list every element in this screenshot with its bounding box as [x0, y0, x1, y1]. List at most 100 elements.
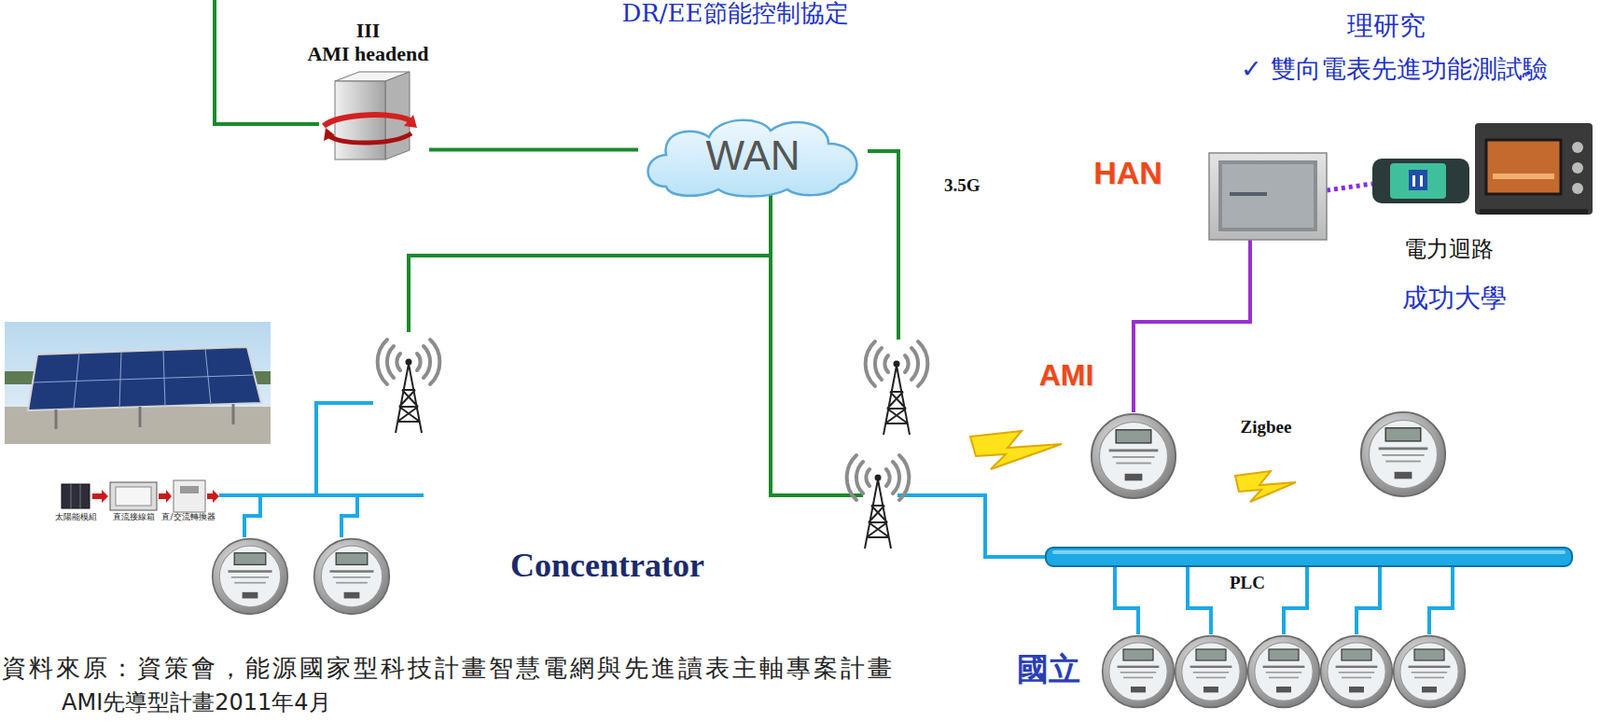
network-label: AMI: [1039, 358, 1095, 393]
server-node: IIIAMI headend: [306, 18, 430, 162]
solar-flow-icons: [80, 484, 82, 509]
energy-gateway: [1209, 153, 1327, 240]
part-label: 電力迴路: [1404, 236, 1494, 264]
concentrator-wire: [1356, 566, 1380, 635]
oven: [1474, 123, 1593, 215]
smart-socket: [1372, 158, 1470, 204]
solar-photo: [33, 375, 254, 383]
research-note: ✓ 雙向電表先進功能測試驗: [1240, 54, 1548, 84]
concentrator-wire: [1283, 566, 1308, 635]
part-label: 太陽能模組: [55, 512, 98, 522]
concentrator-wire: [219, 493, 424, 498]
plc-bus-highlight: [1052, 550, 1566, 555]
part-label: 直/交流轉換器: [161, 512, 215, 522]
plc-bus: [1045, 547, 1573, 567]
wan-wire: [214, 0, 899, 496]
cloud-label: WAN: [705, 132, 800, 180]
energy-gateway: [1218, 160, 1318, 232]
part-label: 直流接線箱: [112, 512, 155, 522]
source-note: 資料來原：資策會，能源國家型科技計畫智慧電網與先進讀表主軸專案計畫: [1, 654, 895, 683]
smart-meter: [1102, 636, 1175, 709]
solar-photo: [232, 403, 236, 425]
han-wire: [1133, 239, 1251, 413]
cloud-node: WAN: [638, 111, 868, 199]
research-note: 理研究: [1347, 11, 1426, 42]
solar-photo: [4, 406, 271, 445]
oven: [1572, 141, 1584, 154]
concentrator-wire: [341, 495, 358, 538]
smart-meter: [1321, 636, 1393, 709]
concentrator-wire: [316, 403, 374, 496]
energy-gateway: [1222, 164, 1314, 228]
solar-flow-icons: [61, 484, 90, 509]
server-icon: [323, 114, 414, 126]
wireless-bolt: [970, 431, 1062, 470]
solar-flow-icons: [207, 489, 220, 503]
solar-flow-icons: [158, 489, 172, 503]
smart-meter: [1248, 636, 1321, 709]
link-label: Zigbee: [1240, 417, 1293, 438]
solar-flow-icons: [173, 480, 206, 513]
smart-meter: [314, 539, 390, 615]
wan-wire: [214, 0, 320, 125]
wireless-bolt: [1235, 471, 1296, 502]
solar-flow-icons: [92, 489, 109, 503]
server-icon: [403, 114, 418, 128]
concentrator-wire: [244, 495, 261, 538]
solar-photo: [27, 347, 262, 411]
energy-gateway: [1209, 153, 1327, 240]
concentrator-wire: [1429, 566, 1453, 635]
link-label: PLC: [1229, 572, 1266, 594]
solar-photo: [55, 409, 58, 430]
oven: [1572, 162, 1584, 174]
site-label: 成功大學: [1402, 283, 1507, 314]
oven: [1474, 123, 1593, 215]
server-label: AMI headend: [306, 41, 430, 66]
smart-socket: [1419, 175, 1423, 187]
watermark: 國立: [1016, 651, 1081, 688]
power-circuit-link: [1326, 183, 1373, 191]
wan-wire: [867, 151, 899, 340]
source-note: AMI先導型計畫2011年4月: [61, 690, 332, 717]
cloud-shape: [648, 120, 858, 197]
link-label: 3.5G: [944, 175, 981, 196]
wan-wire: [770, 191, 863, 496]
solar-photo: [33, 348, 254, 409]
solar-photo: [4, 321, 271, 445]
solar-flow-icons: [115, 486, 152, 506]
solar-photo: [55, 403, 234, 430]
smart-socket: [1408, 169, 1428, 191]
solar-flow-icons: [110, 482, 157, 511]
smart-meter: [1091, 414, 1176, 499]
solar-flow-icons: [70, 484, 72, 509]
server-icon: [323, 127, 335, 141]
smart-socket: [1372, 158, 1470, 204]
network-label: HAN: [1093, 154, 1163, 192]
server-label: III: [306, 18, 430, 42]
concentrator-wire: [1114, 566, 1139, 635]
solar-flow-icons: [180, 486, 199, 494]
server-icon: [320, 68, 418, 162]
solar-photo: [4, 321, 271, 445]
smart-socket: [1390, 163, 1447, 199]
protocol-note: DR/EE節能控制協定: [621, 0, 849, 28]
part-label: Concentrator: [510, 546, 705, 585]
wan-link: [429, 148, 639, 153]
energy-gateway: [1229, 192, 1267, 196]
oven: [1492, 173, 1555, 180]
concentrator-tower: [847, 455, 910, 549]
smart-socket: [1412, 175, 1416, 187]
concentrator-wire: [897, 495, 1046, 557]
concentrator-wire: [1187, 566, 1211, 635]
smart-meter: [1175, 636, 1248, 709]
oven: [1486, 139, 1561, 195]
oven: [1479, 208, 1588, 215]
concentrator-wire: [219, 403, 1453, 635]
oven: [1572, 182, 1584, 195]
wan-wire: [408, 255, 771, 333]
smart-meter: [212, 539, 289, 615]
tower-3g: [865, 341, 929, 435]
